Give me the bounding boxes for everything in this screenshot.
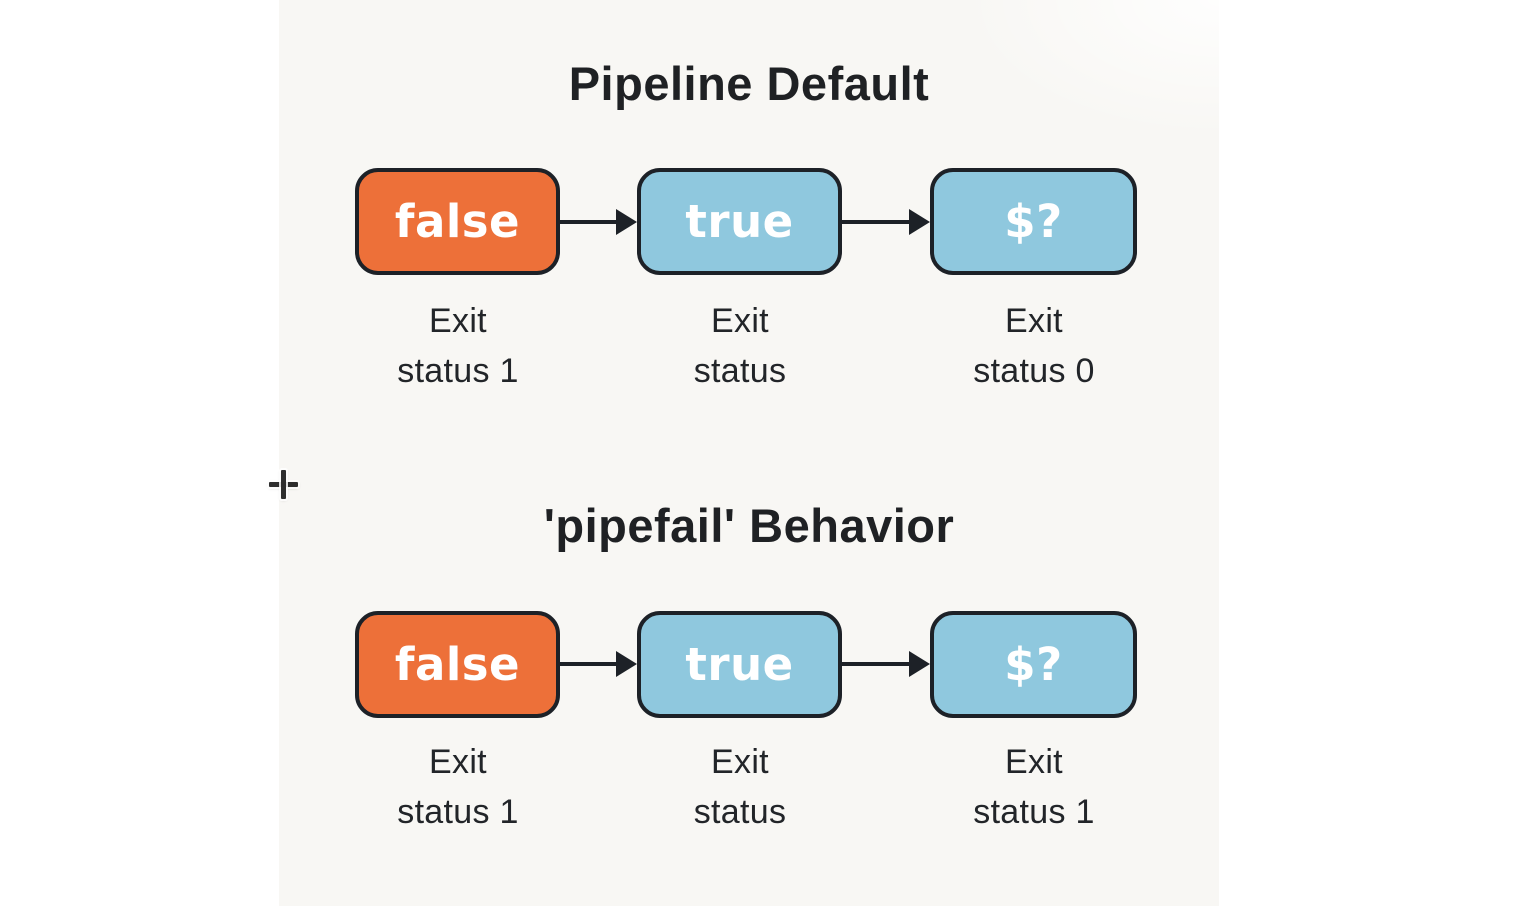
node-label: $?: [1004, 195, 1063, 248]
node-exit-code: $?: [930, 611, 1137, 718]
arrow: [560, 204, 637, 240]
node-caption: Exit status: [595, 737, 885, 837]
node-true: true: [637, 611, 842, 718]
arrow-head-icon: [616, 651, 637, 677]
node-true: true: [637, 168, 842, 275]
arrow: [842, 204, 930, 240]
node-label: $?: [1004, 638, 1063, 691]
arrow-head-icon: [616, 209, 637, 235]
arrow-head-icon: [909, 209, 930, 235]
caption-line: status 1: [397, 793, 519, 831]
crosshair-cursor: [269, 470, 298, 499]
caption-line: Exit: [429, 302, 487, 340]
node-caption: Exit status 1: [889, 737, 1179, 837]
node-exit-code: $?: [930, 168, 1137, 275]
arrow-head-icon: [909, 651, 930, 677]
crosshair-vertical-bar: [281, 470, 286, 499]
caption-line: Exit: [1005, 302, 1063, 340]
node-caption: Exit status 0: [889, 296, 1179, 396]
caption-line: status: [693, 793, 787, 831]
node-false: false: [355, 168, 560, 275]
caption-line: status 0: [973, 352, 1095, 390]
caption-line: status: [693, 352, 787, 390]
arrow: [842, 646, 930, 682]
arrow-shaft: [560, 220, 616, 224]
node-caption: Exit status 1: [313, 296, 603, 396]
diagram-title: 'pipefail' Behavior: [543, 499, 955, 552]
caption-line: Exit: [711, 743, 769, 781]
arrow-shaft: [842, 220, 909, 224]
arrow-shaft: [560, 662, 616, 666]
diagram-canvas: Pipeline Default false true $? Exit stat…: [279, 0, 1219, 906]
node-label: false: [394, 638, 521, 691]
diagram-title: Pipeline Default: [568, 57, 930, 110]
node-false: false: [355, 611, 560, 718]
caption-line: Exit: [711, 302, 769, 340]
arrow: [560, 646, 637, 682]
caption-line: status 1: [973, 793, 1095, 831]
arrow-shaft: [842, 662, 909, 666]
caption-line: Exit: [429, 743, 487, 781]
caption-line: Exit: [1005, 743, 1063, 781]
node-caption: Exit status 1: [313, 737, 603, 837]
node-label: true: [685, 638, 794, 691]
node-caption: Exit status: [595, 296, 885, 396]
node-label: true: [685, 195, 794, 248]
node-label: false: [394, 195, 521, 248]
caption-line: status 1: [397, 352, 519, 390]
